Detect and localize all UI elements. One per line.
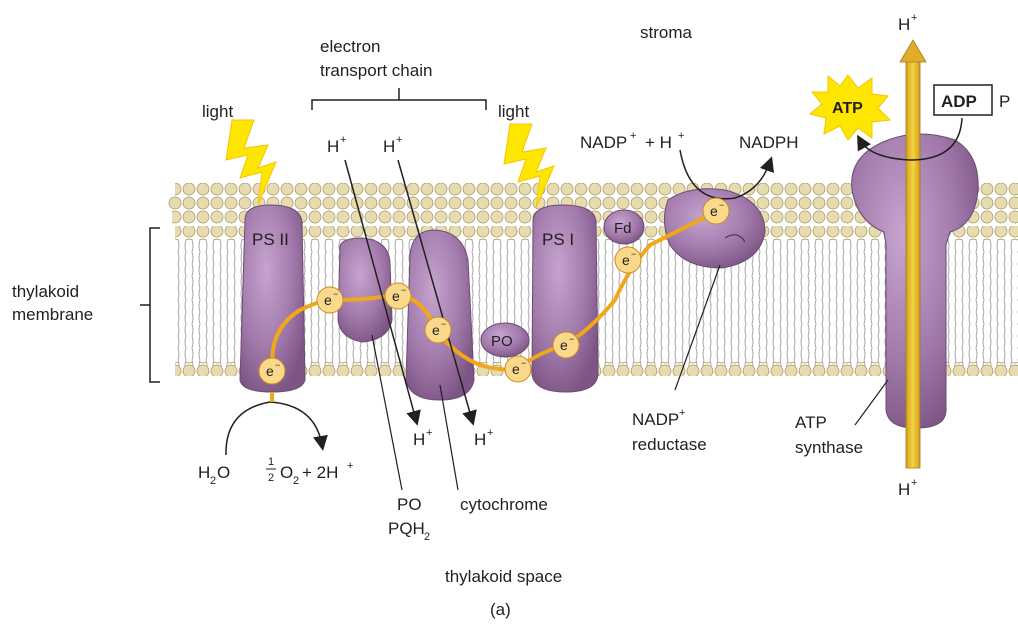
svg-text:+ 2H: + 2H xyxy=(302,463,338,482)
svg-text:e: e xyxy=(560,337,568,353)
svg-text:−: − xyxy=(569,334,574,344)
atp-synthase-callout xyxy=(855,380,888,425)
thylakoid-membrane-line1: thylakoid xyxy=(12,282,79,301)
oxygen-equation: 1 2 O 2 + 2H + xyxy=(266,456,353,487)
svg-text:2: 2 xyxy=(210,475,216,487)
electron-1: e − xyxy=(259,358,285,384)
electron-3: e − xyxy=(385,283,411,309)
po-label: PO xyxy=(397,495,422,514)
nadph-label: NADPH xyxy=(739,133,799,152)
svg-text:H: H xyxy=(327,137,339,156)
svg-text:e: e xyxy=(710,203,718,219)
svg-text:H: H xyxy=(898,15,910,34)
svg-text:O: O xyxy=(217,463,230,482)
svg-text:e: e xyxy=(512,361,520,377)
svg-text:NADP: NADP xyxy=(580,133,627,152)
svg-text:−: − xyxy=(333,289,338,299)
plastoquinone-protein xyxy=(338,238,392,342)
svg-text:+: + xyxy=(630,130,636,142)
cytochrome-label: cytochrome xyxy=(460,495,548,514)
svg-text:−: − xyxy=(719,200,724,210)
electron-6: e − xyxy=(553,332,579,358)
svg-text:+: + xyxy=(678,130,684,142)
svg-text:2: 2 xyxy=(268,472,274,484)
proton-label-top-1: H + xyxy=(327,134,346,156)
light-label-right: light xyxy=(498,102,529,121)
svg-text:H: H xyxy=(474,430,486,449)
proton-label-top-2: H + xyxy=(383,134,402,156)
svg-text:2: 2 xyxy=(424,531,430,543)
svg-text:e: e xyxy=(622,252,630,268)
proton-label-bottom-2: H + xyxy=(474,427,493,449)
pqh2-label: PQH 2 xyxy=(388,519,430,543)
thylakoid-space-label: thylakoid space xyxy=(445,567,562,586)
nadp-reductase-label: NADP + reductase xyxy=(632,407,707,454)
proton-arrow-head xyxy=(900,40,926,62)
phosphate-label: P xyxy=(999,92,1010,111)
membrane-bracket xyxy=(140,228,160,382)
svg-text:−: − xyxy=(401,285,406,295)
svg-text:1: 1 xyxy=(268,456,274,468)
water-label: H 2 O xyxy=(198,463,230,487)
thylakoid-membrane-line2: membrane xyxy=(12,305,93,324)
proton-label-atp-bottom: H + xyxy=(898,477,917,499)
etc-label-line1: electron xyxy=(320,37,380,56)
svg-text:−: − xyxy=(275,360,280,370)
svg-text:+: + xyxy=(679,407,685,419)
stroma-label: stroma xyxy=(640,23,693,42)
etc-bracket xyxy=(312,88,486,110)
atp-synthase-line1: ATP xyxy=(795,413,827,432)
svg-text:reductase: reductase xyxy=(632,435,707,454)
svg-text:+: + xyxy=(911,12,917,24)
electron-8: e − xyxy=(703,198,729,224)
atp-label: ATP xyxy=(832,100,863,117)
svg-text:e: e xyxy=(266,363,274,379)
proton-label-bottom-1: H + xyxy=(413,427,432,449)
svg-text:O: O xyxy=(280,463,293,482)
svg-text:e: e xyxy=(432,322,440,338)
atp-synthase-line2: synthase xyxy=(795,438,863,457)
svg-text:+ H: + H xyxy=(645,133,672,152)
ps2-label: PS II xyxy=(252,230,289,249)
po-protein-label: PO xyxy=(491,333,513,350)
electron-4: e − xyxy=(425,317,451,343)
light-label-left: light xyxy=(202,102,233,121)
svg-text:+: + xyxy=(911,477,917,489)
adp-label: ADP xyxy=(941,92,977,111)
svg-text:H: H xyxy=(383,137,395,156)
etc-label-line2: transport chain xyxy=(320,61,432,80)
svg-text:H: H xyxy=(198,463,210,482)
svg-text:e: e xyxy=(392,288,400,304)
nadp-equation: NADP + + H + xyxy=(580,130,684,152)
svg-text:+: + xyxy=(487,427,493,439)
svg-text:H: H xyxy=(413,430,425,449)
svg-text:e: e xyxy=(324,292,332,308)
ps1-label: PS I xyxy=(542,230,574,249)
svg-text:−: − xyxy=(521,358,526,368)
proton-channel-arrow xyxy=(906,58,920,468)
cytochrome-complex xyxy=(406,230,474,400)
svg-text:−: − xyxy=(631,249,636,259)
fd-label: Fd xyxy=(614,220,632,237)
svg-text:PQH: PQH xyxy=(388,519,425,538)
electron-5: e − xyxy=(505,356,531,382)
svg-text:+: + xyxy=(340,134,346,146)
svg-text:+: + xyxy=(426,427,432,439)
svg-text:−: − xyxy=(441,319,446,329)
proton-label-atp-top: H + xyxy=(898,12,917,34)
svg-text:H: H xyxy=(898,480,910,499)
electron-2: e − xyxy=(317,287,343,313)
svg-text:2: 2 xyxy=(293,475,299,487)
svg-text:+: + xyxy=(347,460,353,472)
figure-caption: (a) xyxy=(490,600,511,619)
water-split-arrow xyxy=(226,402,322,455)
cytochrome-callout xyxy=(440,385,458,490)
svg-text:+: + xyxy=(396,134,402,146)
electron-7: e − xyxy=(615,247,641,273)
svg-text:NADP: NADP xyxy=(632,410,679,429)
